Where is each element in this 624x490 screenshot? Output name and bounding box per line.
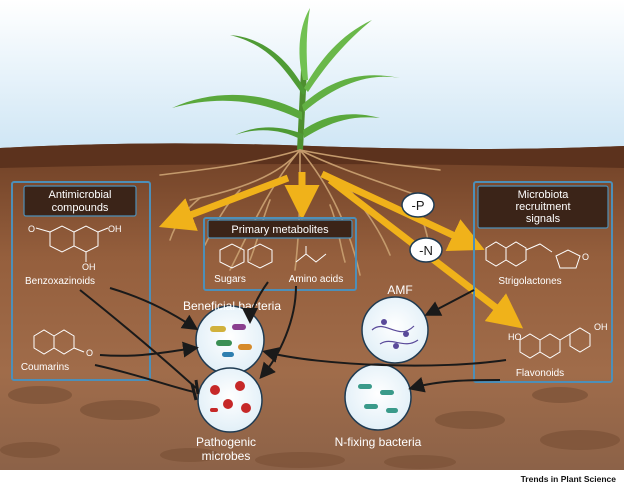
primary-metabolites-box: Primary metabolites Sugars Amino acids — [203, 217, 357, 291]
svg-text:-P: -P — [412, 198, 425, 213]
sugar-structure — [219, 243, 273, 269]
pathogenic-label-line1: Pathogenic — [196, 435, 256, 449]
svg-text:O: O — [28, 224, 35, 234]
benzoxazinoid-structure — [35, 225, 109, 262]
benzoxazinoids-label: Benzoxazinoids — [25, 276, 95, 287]
maize-plant — [172, 8, 400, 151]
beneficial-bacteria-circle — [195, 305, 265, 375]
bottom-margin — [0, 470, 624, 490]
flavonoids-label: Flavonoids — [516, 368, 564, 379]
coumarin-structure — [33, 329, 85, 355]
microbiota-box: Microbiota recruitment signals O Strigol… — [473, 181, 613, 383]
svg-text:OH: OH — [82, 262, 96, 272]
soil-rocks — [0, 386, 620, 469]
journal-credit: Trends in Plant Science — [520, 474, 616, 484]
primary-metabolites-title: Primary metabolites — [231, 224, 329, 236]
pathogenic-label-line2: microbes — [202, 449, 251, 463]
amf-circle — [361, 296, 429, 364]
antimicrobial-title-line1: Antimicrobial — [49, 189, 112, 201]
svg-text:OH: OH — [108, 224, 122, 234]
n-fixing-bacteria-circle — [344, 363, 412, 431]
microbiota-title-line1: Microbiota — [518, 189, 570, 201]
antimicrobial-title-line2: compounds — [52, 202, 109, 214]
interaction-arrows — [79, 281, 507, 401]
flavonoid-structure — [519, 327, 591, 359]
sugars-label: Sugars — [214, 274, 246, 285]
antimicrobial-box: Antimicrobial compounds O OH OH Benzoxaz… — [11, 181, 151, 381]
coumarins-label: Coumarins — [21, 362, 69, 373]
strigolactones-label: Strigolactones — [498, 276, 561, 287]
minus-n-badge: -N — [409, 237, 443, 263]
microbiota-title-line3: signals — [526, 213, 561, 225]
svg-text:-N: -N — [419, 243, 433, 258]
pathogenic-microbes-circle — [197, 367, 263, 433]
minus-p-badge: -P — [401, 192, 435, 218]
svg-text:O: O — [86, 348, 93, 358]
microbiota-title-line2: recruitment — [515, 201, 570, 213]
amino-acids-label: Amino acids — [289, 274, 343, 285]
amino-acid-structure — [295, 246, 327, 263]
amf-label: AMF — [387, 283, 412, 297]
n-fixing-bacteria-label: N-fixing bacteria — [335, 435, 422, 449]
beneficial-bacteria-label: Beneficial bacteria — [183, 299, 281, 313]
strigolactone-structure — [485, 241, 581, 269]
svg-text:OH: OH — [594, 322, 608, 332]
svg-text:O: O — [582, 252, 589, 262]
svg-text:HO: HO — [508, 332, 522, 342]
